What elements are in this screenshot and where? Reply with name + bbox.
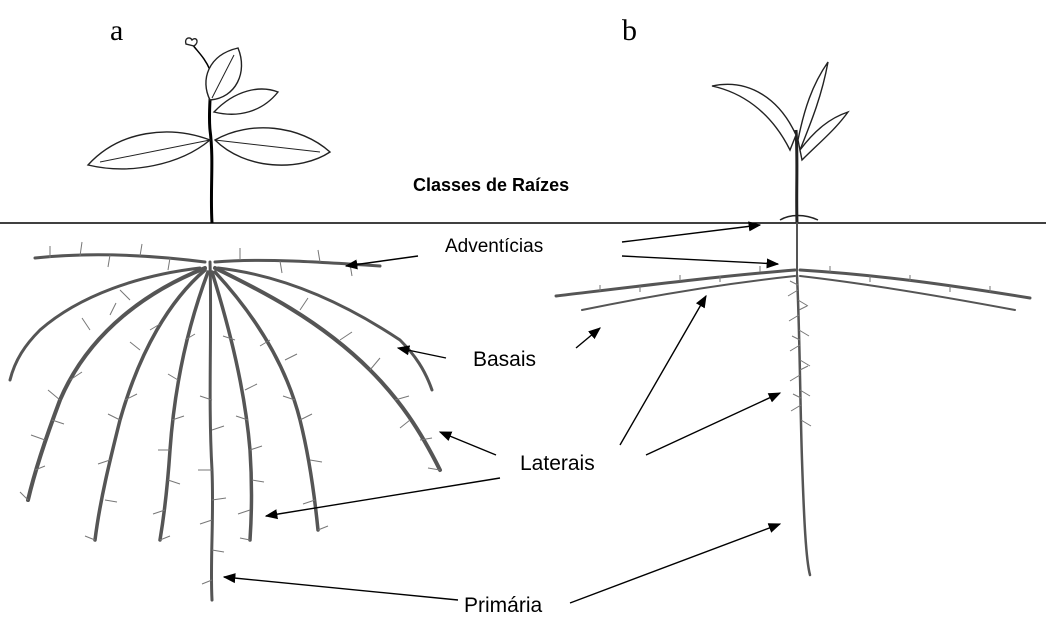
panel-letter-b: b: [622, 14, 637, 47]
plant-a-shoot: [88, 38, 330, 223]
diagram-title: Classes de Raízes: [413, 175, 569, 195]
label-laterais: Laterais: [520, 452, 595, 475]
label-adventicias: Adventícias: [445, 236, 543, 257]
annotation-arrows: [224, 225, 780, 603]
plant-b-shoot: [712, 62, 848, 223]
plant-b-roots: [556, 223, 1030, 575]
label-primaria: Primária: [464, 594, 542, 617]
label-basais: Basais: [473, 348, 536, 371]
plant-a-roots: [10, 242, 440, 600]
panel-letter-a: a: [110, 14, 123, 47]
